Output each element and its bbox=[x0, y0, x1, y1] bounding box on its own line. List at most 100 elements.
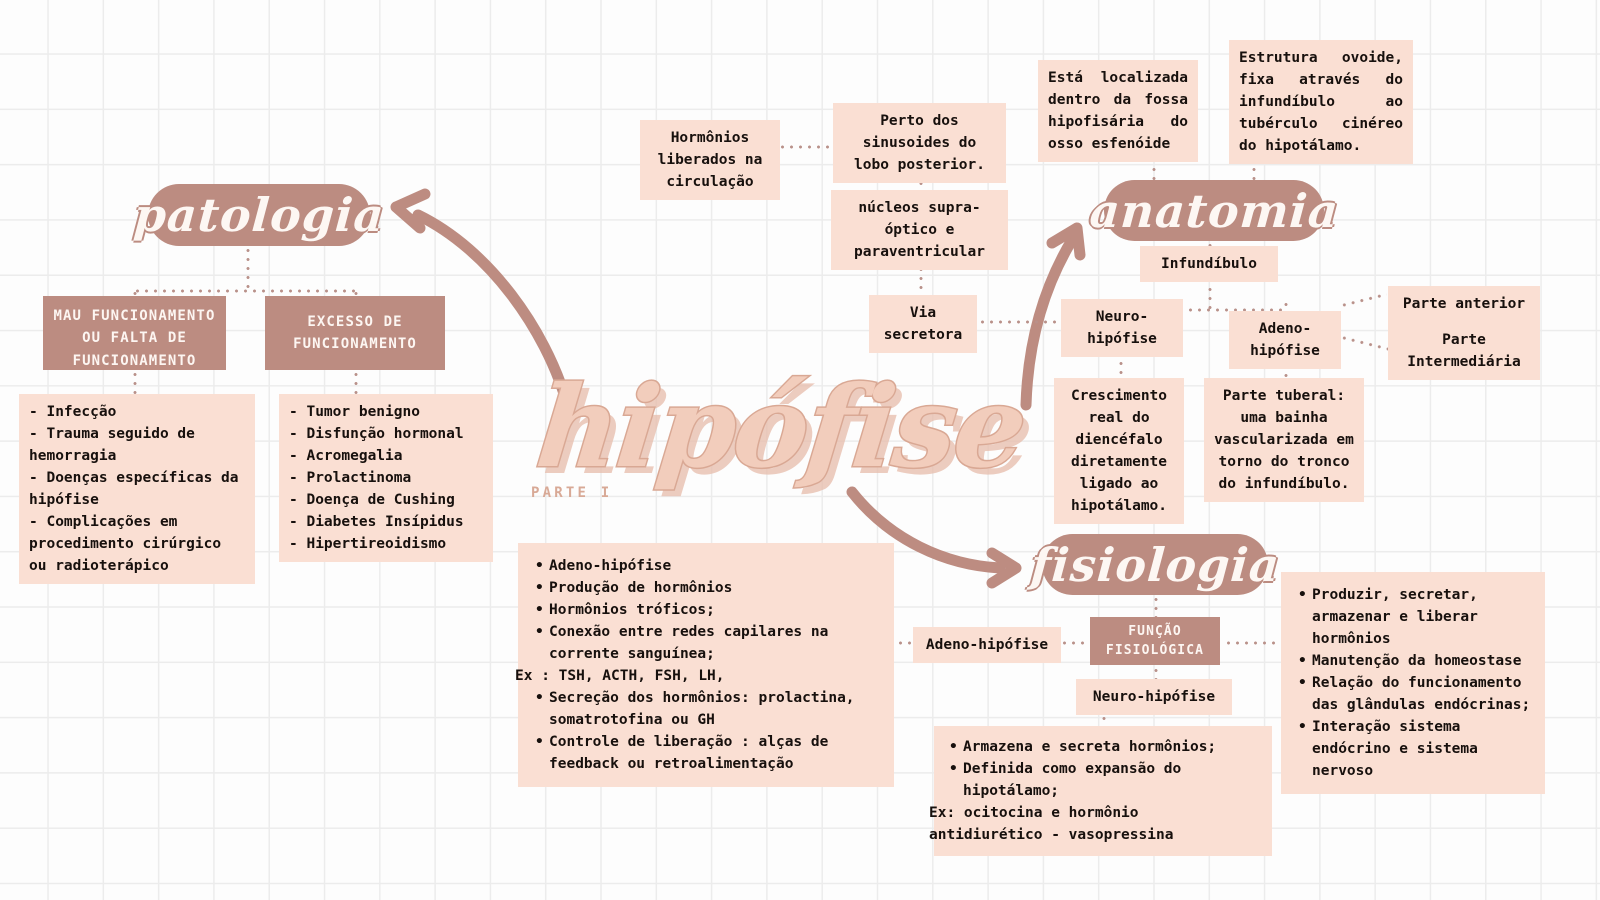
connector-adeno-parte-int bbox=[1339, 335, 1391, 352]
category-excesso-funcionamento[interactable]: EXCESSO DE FUNCIONAMENTO bbox=[265, 296, 445, 370]
connector-estrutura-down bbox=[1252, 156, 1256, 190]
connector-via-neuro bbox=[978, 320, 1062, 324]
connector-neuro-details bbox=[1102, 705, 1106, 727]
list-adeno-hipofise-details: Adeno-hipófise Produção de hormônios Hor… bbox=[515, 543, 894, 788]
list-item: - Prolactinoma bbox=[289, 470, 412, 487]
list-mau-funcionamento: - Infecção - Trauma seguido de hemorragi… bbox=[19, 394, 255, 585]
branch-fisiologia-label: fisiologia bbox=[1028, 537, 1282, 592]
node-localizada: Está localizada dentro da fossa hipofisá… bbox=[1038, 60, 1198, 163]
branch-patologia[interactable]: patologia bbox=[132, 184, 386, 246]
list-item: - Hipertireoidismo bbox=[289, 536, 447, 553]
list-item: - Doenças específicas da hipófise bbox=[29, 470, 239, 509]
list-funcoes-fisiologicas: Produzir, secretar, armazenar e liberar … bbox=[1281, 572, 1545, 795]
neuro-ex-line: Ex: ocitocina e hormônio antidiurético -… bbox=[929, 805, 1174, 844]
node-fisiologia-neuro-hipofise-label: Neuro-hipófise bbox=[1092, 689, 1216, 705]
node-via-secretora-label: Via secretora bbox=[883, 305, 963, 344]
node-neurohipofise: Neuro-hipófise bbox=[1061, 299, 1183, 358]
category-excesso-funcionamento-label: EXCESSO DE FUNCIONAMENTO bbox=[293, 313, 417, 352]
list-item: Secreção dos hormônios: prolactina, soma… bbox=[535, 687, 880, 731]
connector-excesso-down bbox=[354, 289, 358, 301]
connector-anatomia-bus bbox=[1123, 308, 1286, 312]
adeno-bullets-top: Adeno-hipófise Produção de hormônios Hor… bbox=[532, 555, 880, 665]
connector-neuro-to-cresc bbox=[1119, 350, 1123, 378]
node-parte-tuberal: Parte tuberal: uma bainha vascularizada … bbox=[1204, 378, 1364, 503]
adeno-ex-line: Ex : TSH, ACTH, FSH, LH, bbox=[515, 668, 725, 685]
list-item: Produção de hormônios bbox=[535, 577, 880, 599]
node-crescimento-diencefalo: Crescimento real do diencéfalo diretamen… bbox=[1054, 378, 1184, 525]
page-title: hipófise hipófise bbox=[516, 361, 1046, 502]
node-estrutura-ovoide: Estrutura ovoide, fixa através do infund… bbox=[1229, 40, 1413, 165]
node-funcao-fisiologica[interactable]: FUNÇÃO FISIOLÓGICA bbox=[1090, 617, 1220, 665]
list-item: Armazena e secreta hormônios; bbox=[949, 736, 1260, 758]
node-parte-anterior: Parte anterior bbox=[1388, 286, 1540, 323]
list-item: Conexão entre redes capilares na corrent… bbox=[535, 621, 880, 665]
list-item: Controle de liberação : alças de feedbac… bbox=[535, 731, 880, 775]
node-parte-anterior-label: Parte anterior bbox=[1402, 296, 1526, 312]
list-item: - Doença de Cushing bbox=[289, 492, 455, 509]
node-hormonios-liberados-label: Hormônios liberados na circulação bbox=[657, 130, 763, 191]
branch-patologia-label: patologia bbox=[131, 188, 387, 242]
list-item: - Complicações em procedimento cirúrgico… bbox=[29, 514, 222, 575]
node-localizada-label: Está localizada dentro da fossa hipofisá… bbox=[1048, 70, 1188, 153]
category-mau-funcionamento[interactable]: MAU FUNCIONAMENTO OU FALTA DE FUNCIONAME… bbox=[43, 296, 226, 370]
connector-nucleos-via bbox=[919, 265, 923, 295]
branch-anatomia[interactable]: anatomia bbox=[1088, 180, 1340, 241]
list-item: Manutenção da homeostase bbox=[1298, 650, 1531, 672]
node-fisiologia-adeno-hipofise: Adeno-hipófise bbox=[913, 627, 1061, 664]
connector-patologia-stem bbox=[246, 246, 250, 292]
category-mau-funcionamento-label: MAU FUNCIONAMENTO OU FALTA DE FUNCIONAME… bbox=[53, 308, 216, 369]
funcoes-bullets: Produzir, secretar, armazenar e liberar … bbox=[1295, 584, 1531, 782]
list-item: Hormônios tróficos; bbox=[535, 599, 880, 621]
list-item: - Diabetes Insípidus bbox=[289, 514, 464, 531]
node-fisiologia-neuro-hipofise: Neuro-hipófise bbox=[1076, 679, 1232, 716]
list-item: - Infecção bbox=[29, 404, 117, 420]
node-estrutura-ovoide-label: Estrutura ovoide, fixa através do infund… bbox=[1239, 50, 1403, 155]
connector-infundibulo-down bbox=[1208, 276, 1212, 310]
node-crescimento-diencefalo-label: Crescimento real do diencéfalo diretamen… bbox=[1070, 388, 1168, 515]
connector-adeno-to-tuberal bbox=[1284, 362, 1288, 378]
node-neurohipofise-label: Neuro-hipófise bbox=[1087, 309, 1157, 348]
node-nucleos: núcleos supra-óptico e paraventricular bbox=[831, 190, 1008, 271]
connector-funcao-funcoes bbox=[1224, 641, 1278, 645]
node-funcao-fisiologica-label: FUNÇÃO FISIOLÓGICA bbox=[1105, 623, 1205, 659]
list-neuro-hipofise-details: Armazena e secreta hormônios; Definida c… bbox=[929, 726, 1272, 857]
connector-hormonios-perto bbox=[778, 145, 832, 149]
branch-fisiologia[interactable]: fisiologia bbox=[1029, 534, 1281, 595]
node-perto-sinusoides-label: Perto dos sinusoides do lobo posterior. bbox=[854, 113, 985, 174]
node-adenohipofise: Adeno-hipófise bbox=[1229, 311, 1341, 370]
node-via-secretora: Via secretora bbox=[869, 295, 977, 354]
connector-fisiologia-funcao bbox=[1154, 595, 1158, 617]
node-infundibulo-label: Infundíbulo bbox=[1160, 256, 1258, 272]
node-perto-sinusoides: Perto dos sinusoides do lobo posterior. bbox=[833, 103, 1006, 184]
connector-funcao-neuro bbox=[1154, 666, 1158, 680]
connector-excesso-to-list bbox=[354, 370, 358, 394]
page-title-main: hipófise bbox=[530, 361, 1033, 495]
node-nucleos-label: núcleos supra-óptico e paraventricular bbox=[854, 200, 985, 261]
list-item: Definida como expansão do hipotálamo; bbox=[949, 758, 1260, 802]
connector-adenolist-adeno bbox=[896, 641, 918, 645]
page-subtitle: PARTE I bbox=[531, 485, 613, 501]
list-excesso-funcionamento: - Tumor benigno - Disfunção hormonal - A… bbox=[279, 394, 493, 563]
connector-mau-down bbox=[133, 289, 137, 301]
list-item: Produzir, secretar, armazenar e liberar … bbox=[1298, 584, 1531, 650]
node-parte-intermediaria: Parte Intermediária bbox=[1388, 322, 1540, 381]
node-infundibulo: Infundíbulo bbox=[1140, 246, 1278, 283]
list-item: Adeno-hipófise bbox=[535, 555, 880, 577]
node-hormonios-liberados: Hormônios liberados na circulação bbox=[640, 120, 780, 201]
connector-patologia-bus bbox=[133, 289, 355, 293]
branch-anatomia-label: anatomia bbox=[1087, 183, 1341, 238]
list-item: - Acromegalia bbox=[289, 448, 403, 465]
neuro-bullets: Armazena e secreta hormônios; Definida c… bbox=[946, 736, 1260, 802]
list-item: Relação do funcionamento das glândulas e… bbox=[1298, 672, 1531, 716]
list-item: - Tumor benigno bbox=[289, 404, 420, 420]
connector-mau-to-list bbox=[133, 370, 137, 394]
connector-adeno-branch bbox=[1284, 300, 1288, 308]
adeno-bullets-bottom: Secreção dos hormônios: prolactina, soma… bbox=[532, 687, 880, 775]
node-fisiologia-adeno-hipofise-label: Adeno-hipófise bbox=[925, 637, 1049, 653]
list-item: - Trauma seguido de hemorragia bbox=[29, 426, 195, 465]
list-item: - Disfunção hormonal bbox=[289, 426, 464, 443]
node-parte-tuberal-label: Parte tuberal: uma bainha vascularizada … bbox=[1214, 388, 1354, 493]
connector-localizada-down bbox=[1152, 156, 1156, 190]
list-item: Interação sistema endócrino e sistema ne… bbox=[1298, 716, 1531, 782]
